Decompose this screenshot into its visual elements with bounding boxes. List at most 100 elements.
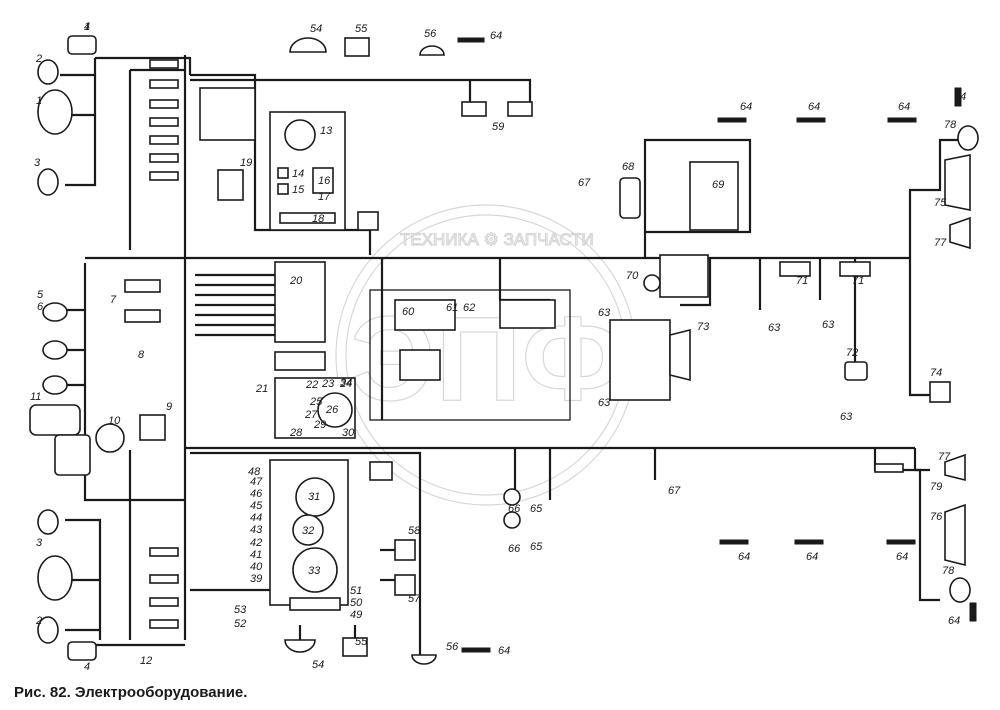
part-label: 47	[250, 476, 263, 488]
part-label: 52	[234, 618, 246, 630]
part-label: 42	[250, 537, 262, 549]
left-lamps	[29, 35, 166, 661]
part-label: 31	[308, 491, 320, 503]
part-label: 41	[250, 549, 262, 561]
part-label: 27	[304, 409, 318, 421]
part-label: 60	[402, 306, 415, 318]
part-label: 40	[250, 561, 263, 573]
part-label: 64	[806, 551, 818, 563]
part-label: 77	[934, 237, 947, 249]
part-label: 1	[36, 95, 42, 107]
part-label: 6	[37, 301, 44, 313]
part-label: 62	[463, 302, 475, 314]
part-label: 34	[340, 377, 352, 389]
part-label: 79	[930, 481, 942, 493]
wiring-diagram: ТЕХНИКА ⚙ ЗАПЧАСТИ ЭПФ	[29, 21, 979, 673]
part-label: 63	[768, 322, 781, 334]
connectors	[149, 59, 904, 629]
part-label: 29	[313, 419, 326, 431]
part-label: 71	[852, 275, 864, 287]
part-label: 5	[37, 289, 44, 301]
part-label: 64	[896, 551, 908, 563]
part-label: 32	[302, 525, 314, 537]
part-label: 16	[318, 175, 331, 187]
part-label: 78	[942, 565, 955, 577]
part-label: 71	[796, 275, 808, 287]
upper-devices	[199, 37, 533, 439]
part-label: 70	[626, 270, 639, 282]
part-label: 14	[292, 168, 304, 180]
part-label: 25	[309, 396, 323, 408]
part-label: 2	[35, 53, 42, 65]
part-label: 66	[508, 503, 521, 515]
part-label: 65	[530, 541, 543, 553]
part-label: 63	[840, 411, 853, 423]
part-label: 64	[490, 30, 502, 42]
part-label: 46	[250, 488, 263, 500]
part-label: 54	[312, 659, 324, 671]
part-label: 64	[740, 101, 752, 113]
part-label: 56	[424, 28, 437, 40]
part-label: 64	[948, 615, 960, 627]
part-label: 20	[289, 275, 303, 287]
part-label: 59	[492, 121, 504, 133]
part-label: 64	[738, 551, 750, 563]
part-label: 61	[446, 302, 458, 314]
part-label: 64	[898, 101, 910, 113]
part-label: 4	[84, 661, 90, 673]
part-label: 26	[325, 404, 339, 416]
part-label: 9	[166, 401, 172, 413]
part-label: 22	[305, 379, 318, 391]
part-label: 63	[598, 397, 611, 409]
watermark-logo: ЭПФ	[350, 292, 624, 426]
part-label: 21	[255, 383, 268, 395]
part-label: 13	[320, 125, 333, 137]
part-label: 10	[108, 415, 121, 427]
part-label: 1	[84, 21, 90, 33]
engine-area	[369, 161, 951, 421]
part-label: 30	[342, 427, 355, 439]
part-label: 73	[697, 321, 710, 333]
part-label: 55	[355, 23, 368, 35]
part-label: 39	[250, 573, 262, 585]
part-label: 78	[944, 119, 957, 131]
lower-panel	[269, 459, 521, 665]
part-label: 24	[339, 378, 352, 390]
part-label: 48	[248, 466, 261, 478]
part-label: 64	[954, 91, 966, 103]
part-label: 2	[35, 615, 42, 627]
part-label: 57	[408, 593, 421, 605]
part-label: 63	[822, 319, 835, 331]
part-label: 23	[321, 378, 335, 390]
part-label: 11	[30, 391, 41, 403]
part-label: 76	[930, 511, 943, 523]
wire-harness	[60, 55, 965, 655]
part-label: 77	[938, 451, 951, 463]
part-label: 69	[712, 179, 724, 191]
part-label: 3	[34, 157, 41, 169]
part-label: 49	[350, 609, 362, 621]
part-label: 19	[240, 157, 252, 169]
part-label: 74	[930, 367, 942, 379]
part-label: 15	[292, 184, 305, 196]
part-label: 58	[408, 525, 421, 537]
part-label: 68	[622, 161, 635, 173]
part-label: 64	[498, 645, 510, 657]
part-label: 18	[312, 213, 325, 225]
part-label: 45	[250, 500, 263, 512]
part-label: 67	[578, 177, 591, 189]
part-label: 56	[446, 641, 459, 653]
part-label: 33	[308, 565, 321, 577]
part-label: 75	[934, 197, 947, 209]
part-label: 7	[110, 294, 117, 306]
part-label: 55	[355, 636, 368, 648]
part-label: 3	[36, 537, 43, 549]
part-label: 64	[808, 101, 820, 113]
part-label: 54	[310, 23, 322, 35]
part-label: 43	[250, 524, 263, 536]
figure-caption: Рис. 82. Электрооборудование.	[14, 684, 248, 701]
part-label: 65	[530, 503, 543, 515]
part-label: 66	[508, 543, 521, 555]
part-label: 17	[318, 191, 331, 203]
